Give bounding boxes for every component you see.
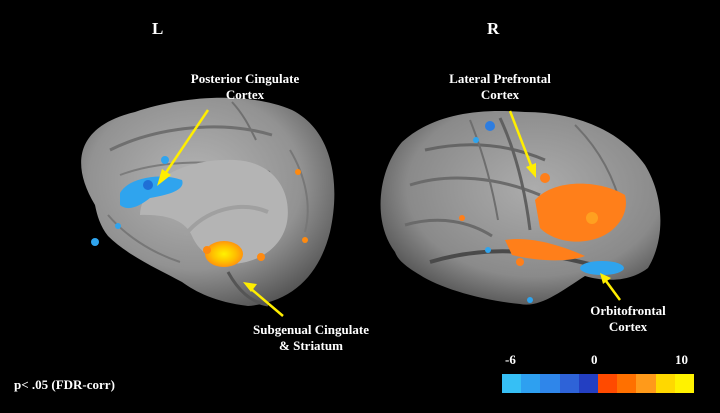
left-hemisphere-medial bbox=[81, 97, 335, 307]
label-subgenual-cingulate: Subgenual Cingulate & Striatum bbox=[253, 322, 369, 353]
arrow-posterior-cingulate bbox=[161, 109, 210, 178]
arrowhead-lateral-prefrontal bbox=[526, 163, 536, 178]
colorbar-swatch-3 bbox=[559, 374, 579, 393]
colorbar-tick-min: -6 bbox=[505, 352, 516, 367]
label-lateral-prefrontal: Lateral Prefrontal Cortex bbox=[449, 71, 551, 102]
hemisphere-label-left: L bbox=[152, 19, 164, 38]
colorbar-tick-max: 10 bbox=[675, 352, 688, 367]
arrowhead-subgenual bbox=[243, 282, 257, 292]
colorbar-swatch-7 bbox=[636, 374, 656, 393]
label-posterior-cingulate: Posterior Cingulate Cortex bbox=[190, 71, 300, 102]
arrow-lateral-prefrontal bbox=[508, 110, 534, 169]
colorbar-swatch-8 bbox=[655, 374, 675, 393]
hemisphere-label-right: R bbox=[487, 19, 500, 38]
colorbar-swatch-1 bbox=[521, 374, 541, 393]
colorbar-tick-zero: 0 bbox=[591, 352, 598, 367]
colorbar-swatch-6 bbox=[617, 374, 637, 393]
colorbar bbox=[502, 374, 695, 393]
colorbar-swatch-5 bbox=[598, 374, 618, 393]
colorbar-swatch-0 bbox=[502, 374, 522, 393]
arrowhead-posterior-cingulate bbox=[157, 169, 171, 186]
label-orbitofrontal: Orbitofrontal Cortex bbox=[590, 303, 666, 334]
threshold-note: p< .05 (FDR-corr) bbox=[14, 377, 115, 392]
arrow-subgenual bbox=[249, 287, 284, 317]
colorbar-swatch-4 bbox=[578, 374, 599, 393]
colorbar-swatch-9 bbox=[674, 374, 695, 393]
arrow-orbitofrontal bbox=[604, 280, 622, 301]
arrowhead-orbitofrontal bbox=[600, 273, 611, 284]
right-hemisphere-lateral bbox=[380, 110, 661, 305]
annotation-arrows bbox=[157, 109, 622, 317]
colorbar-swatch-2 bbox=[540, 374, 560, 393]
